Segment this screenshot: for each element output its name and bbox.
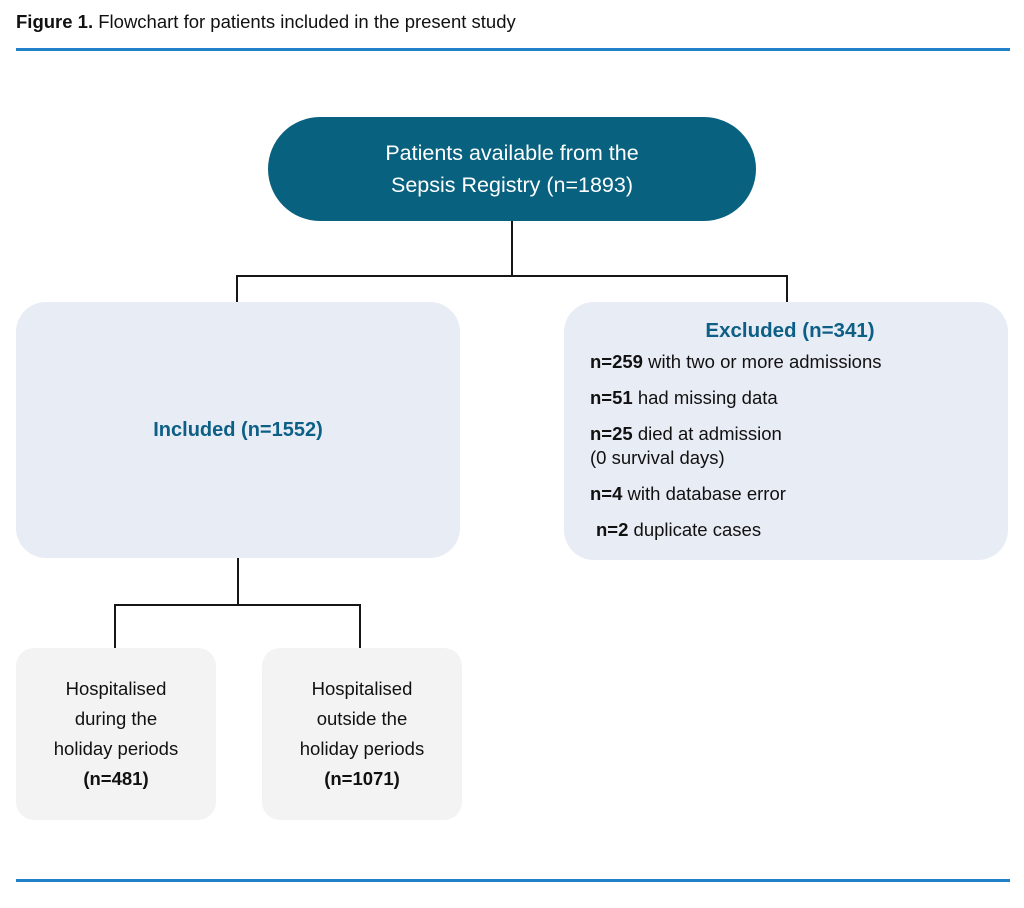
- root-line-2: Sepsis Registry (n=1893): [391, 173, 633, 197]
- list-item: n=25 died at admission (0 survival days): [590, 422, 990, 470]
- excluded-reason-2: died at admission: [632, 423, 782, 444]
- connector-to-leaf-right: [359, 604, 361, 650]
- excluded-count-3: n=4: [590, 483, 623, 504]
- connector-root-stem: [511, 221, 513, 277]
- list-item: n=51 had missing data: [590, 386, 990, 410]
- connector-to-leaf-left: [114, 604, 116, 650]
- root-line-1: Patients available from the: [385, 141, 639, 165]
- connector-to-included: [236, 275, 238, 305]
- node-excluded: Excluded (n=341) n=259 with two or more …: [564, 302, 1008, 560]
- node-patients-available: Patients available from the Sepsis Regis…: [268, 117, 756, 221]
- bottom-rule: [16, 879, 1010, 882]
- connector-included-bar: [114, 604, 361, 606]
- node-hospitalised-outside-holiday: Hospitalised outside the holiday periods…: [262, 648, 462, 820]
- connector-to-excluded: [786, 275, 788, 305]
- excluded-subnote-2: (0 survival days): [590, 447, 725, 468]
- excluded-reason-1: had missing data: [632, 387, 778, 408]
- node-hospitalised-during-holiday: Hospitalised during the holiday periods …: [16, 648, 216, 820]
- leaf-right-line-3: holiday periods: [299, 738, 425, 759]
- leaf-right-line-1: Hospitalised: [311, 678, 413, 699]
- leaf-left-line-1: Hospitalised: [65, 678, 167, 699]
- leaf-right-count: (n=1071): [324, 768, 400, 789]
- connector-root-bar: [236, 275, 788, 277]
- excluded-headline: Excluded (n=341): [705, 319, 875, 342]
- excluded-reason-0: with two or more admissions: [642, 351, 882, 372]
- leaf-left-count: (n=481): [83, 768, 149, 789]
- leaf-left-line-3: holiday periods: [53, 738, 179, 759]
- list-item: n=2 duplicate cases: [590, 518, 990, 542]
- excluded-reason-list: n=259 with two or more admissions n=51 h…: [590, 350, 990, 542]
- excluded-count-2: n=25: [590, 423, 633, 444]
- excluded-reason-4: duplicate cases: [628, 519, 762, 540]
- leaf-left-line-2: during the: [74, 708, 158, 729]
- connector-included-stem: [237, 558, 239, 605]
- leaf-right-line-2: outside the: [316, 708, 408, 729]
- excluded-count-1: n=51: [590, 387, 633, 408]
- figure-caption: Figure 1. Flowchart for patients include…: [16, 9, 996, 35]
- figure-number: Figure 1.: [16, 11, 94, 32]
- top-rule: [16, 48, 1010, 51]
- excluded-count-0: n=259: [590, 351, 643, 372]
- node-included: Included (n=1552): [16, 302, 460, 558]
- list-item: n=259 with two or more admissions: [590, 350, 990, 374]
- list-item: n=4 with database error: [590, 482, 990, 506]
- figure-caption-text: Flowchart for patients included in the p…: [93, 11, 516, 32]
- excluded-reason-3: with database error: [622, 483, 786, 504]
- included-headline: Included (n=1552): [153, 419, 323, 441]
- excluded-count-4: n=2: [596, 519, 629, 540]
